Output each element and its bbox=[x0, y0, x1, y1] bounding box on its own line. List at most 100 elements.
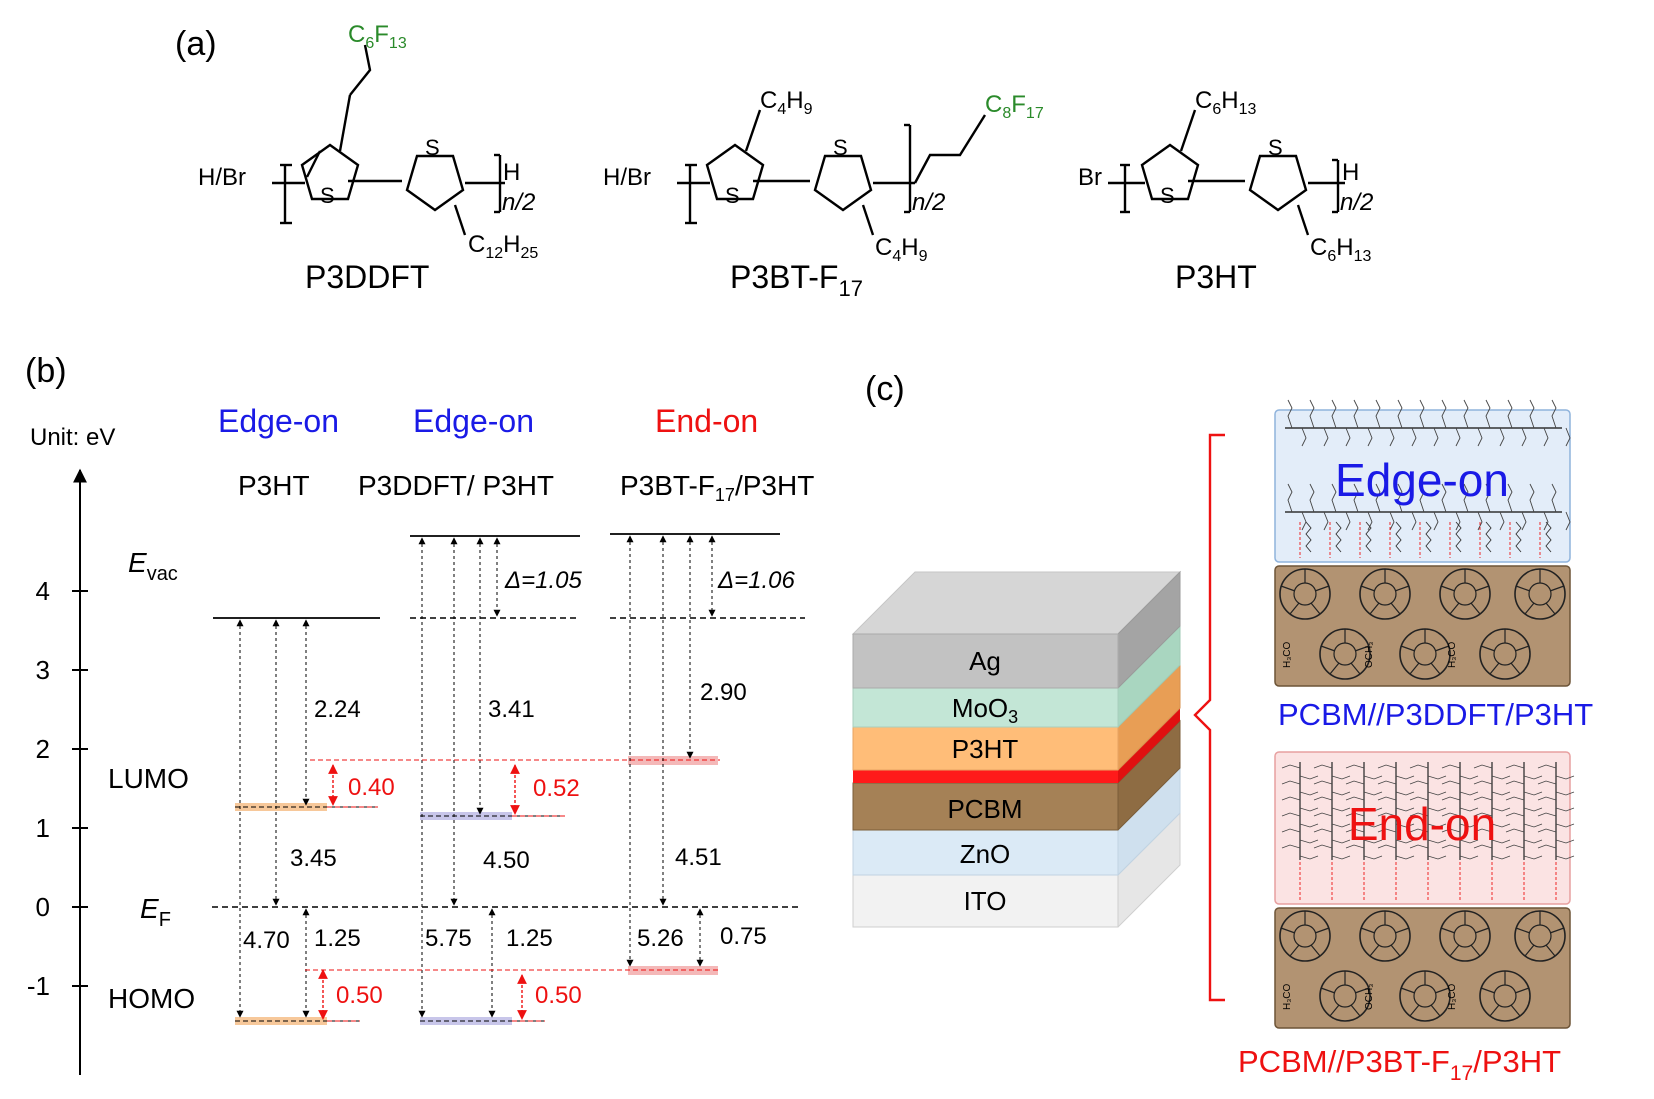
col2-homo-bar bbox=[420, 1017, 512, 1025]
edge-on-chains bbox=[1285, 399, 1571, 558]
layer-zno-label: ZnO bbox=[960, 839, 1011, 869]
layer-zno bbox=[852, 829, 1119, 876]
col3-evac-lumo-value: 2.90 bbox=[700, 679, 747, 706]
pcbm-fullerenes-1: H₃CO OCH₃ H₃CO bbox=[1279, 568, 1566, 680]
pcbm-ester-label: H₃CO bbox=[1447, 641, 1458, 668]
layer-ito bbox=[852, 874, 1119, 928]
p3ht-right-end: H bbox=[1342, 159, 1359, 186]
col1-homo-offset: 0.50 bbox=[336, 982, 383, 1009]
pcbm-ester-label: OCH₃ bbox=[1364, 984, 1375, 1010]
end-on-chains bbox=[1281, 762, 1575, 900]
col2-orientation: Edge-on bbox=[413, 403, 534, 439]
col1-homo-value: 1.25 bbox=[314, 925, 361, 952]
y-tick-label: -1 bbox=[27, 971, 50, 1001]
col2-gap-value: 4.50 bbox=[483, 847, 530, 874]
col2-wf-value: 5.75 bbox=[425, 925, 472, 952]
p3ddft-repeat: n/2 bbox=[502, 189, 535, 216]
col2-diagram: Δ=1.05 3.41 4.50 5.75 1.25 0.52 0.50 bbox=[410, 535, 582, 1025]
p3ht-ring-s1: S bbox=[1160, 183, 1175, 208]
col1-gap-value: 3.45 bbox=[290, 845, 337, 872]
inset-edge-on-label: Edge-on bbox=[1335, 454, 1509, 506]
layer-moo3 bbox=[852, 687, 1119, 728]
p3ht-ring-s2: S bbox=[1268, 135, 1283, 160]
y-tick-label: 3 bbox=[36, 655, 50, 685]
layer-ag bbox=[852, 633, 1119, 689]
col2-dipole-value: Δ=1.05 bbox=[504, 567, 582, 594]
panel-b-label: (b) bbox=[25, 352, 67, 390]
inset-end-on-panel bbox=[1274, 751, 1571, 905]
y-tick-label: 1 bbox=[36, 813, 50, 843]
bracket bbox=[1193, 433, 1225, 1002]
ef-label: EF bbox=[140, 893, 171, 931]
inset-end-on-pcbm bbox=[1274, 907, 1571, 1029]
p3ht-repeat: n/2 bbox=[1340, 189, 1373, 216]
col3-diagram: Δ=1.06 2.90 4.51 5.26 0.75 bbox=[305, 533, 805, 975]
col3-orientation: End-on bbox=[655, 403, 758, 439]
col3-homo-value: 0.75 bbox=[720, 923, 767, 950]
col2-name: P3DDFT/ P3HT bbox=[358, 470, 554, 501]
p3ddft-ring-s1: S bbox=[320, 183, 335, 208]
y-tick-label: 2 bbox=[36, 734, 50, 764]
p3ddft-fluoro-chain: C6F13 bbox=[348, 21, 407, 52]
inset-end-on-label: End-on bbox=[1348, 798, 1496, 850]
col1-orientation: Edge-on bbox=[218, 403, 339, 439]
layer-ito-label: ITO bbox=[964, 886, 1007, 916]
p3ht-top-chain: C6H13 bbox=[1195, 87, 1256, 118]
pcbm-ester-label: OCH₃ bbox=[1364, 642, 1375, 668]
pcbm-fullerenes-2: H₃CO OCH₃ H₃CO bbox=[1279, 910, 1566, 1022]
p3ddft-alkyl-chain: C12H25 bbox=[468, 231, 538, 262]
col3-name: P3BT-F17/P3HT bbox=[620, 470, 814, 505]
p3ddft-name: P3DDFT bbox=[305, 259, 429, 295]
layer-moo3-label: MoO3 bbox=[952, 693, 1018, 727]
col1-lumo-offset: 0.40 bbox=[348, 774, 395, 801]
col1-diagram: 2.24 3.45 4.70 1.25 0.40 0.50 bbox=[213, 617, 395, 1025]
inset-edge-on: Edge-on H₃CO OCH₃ H₃CO PCBM//P3DDFT/P3HT bbox=[1274, 399, 1593, 732]
col2-lumo-offset: 0.52 bbox=[533, 775, 580, 802]
p3ddft-right-end: H bbox=[503, 159, 520, 186]
col1-name: P3HT bbox=[238, 470, 310, 501]
molecule-p3ddft: H/Br S S H n/2 C6F13 C12H25 P3DDFT bbox=[198, 21, 538, 295]
unit-label: Unit: eV bbox=[30, 424, 115, 451]
panel-a-label: (a) bbox=[175, 25, 217, 63]
y-tick-label: 0 bbox=[36, 892, 50, 922]
molecule-p3bt-f17: H/Br S S n/2 C4H9 C8F17 C4H9 P3BT-F17 bbox=[603, 87, 1044, 301]
panel-a: (a) H/Br S S H n/2 C6F13 C12H25 P3DD bbox=[175, 21, 1373, 301]
layer-p3ht bbox=[852, 726, 1119, 771]
p3bt-repeat: n/2 bbox=[912, 189, 945, 216]
pcbm-ester-label: H₃CO bbox=[1282, 641, 1293, 668]
col2-homo-offset: 0.50 bbox=[535, 982, 582, 1009]
col3-dipole-value: Δ=1.06 bbox=[717, 567, 795, 594]
layer-red-interlayer bbox=[853, 770, 1118, 783]
pcbm-ester-label: H₃CO bbox=[1282, 983, 1293, 1010]
p3bt-bottom-chain: C4H9 bbox=[875, 234, 928, 265]
homo-label: HOMO bbox=[108, 983, 195, 1014]
p3bt-top-chain: C4H9 bbox=[760, 87, 813, 118]
panel-c: (c) Ag MoO3 P3HT bbox=[851, 370, 1593, 1085]
p3bt-left-end: H/Br bbox=[603, 164, 651, 191]
inset-end-on: End-on H₃CO OCH₃ H₃CO PCBM//P3BT-F17/P3HT bbox=[1238, 751, 1575, 1085]
col2-homo-value: 1.25 bbox=[506, 925, 553, 952]
layer-p3ht-label: P3HT bbox=[952, 734, 1019, 764]
device-stack: Ag MoO3 P3HT PCBM ZnO ITO bbox=[851, 570, 1182, 928]
p3bt-ring-s2: S bbox=[833, 135, 848, 160]
inset-edge-on-pcbm bbox=[1274, 565, 1571, 687]
col3-gap-value: 4.51 bbox=[675, 844, 722, 871]
layer-ag-label: Ag bbox=[969, 646, 1001, 676]
inset-edge-on-caption: PCBM//P3DDFT/P3HT bbox=[1278, 697, 1593, 732]
pcbm-ester-label: H₃CO bbox=[1447, 983, 1458, 1010]
p3ddft-left-end: H/Br bbox=[198, 164, 246, 191]
inset-end-on-caption: PCBM//P3BT-F17/P3HT bbox=[1238, 1044, 1561, 1085]
layer-pcbm bbox=[852, 782, 1119, 831]
p3ddft-ring-s2: S bbox=[425, 135, 440, 160]
p3ht-left-end: Br bbox=[1078, 164, 1102, 191]
col1-lumo-bar bbox=[235, 803, 327, 811]
lumo-label: LUMO bbox=[108, 763, 189, 794]
molecule-p3ht: Br S S H n/2 C6H13 C6H13 P3HT bbox=[1078, 87, 1373, 295]
p3ht-bottom-chain: C6H13 bbox=[1310, 234, 1371, 265]
panel-c-label: (c) bbox=[865, 370, 905, 408]
col1-wf-value: 4.70 bbox=[243, 927, 290, 954]
col3-wf-value: 5.26 bbox=[637, 925, 684, 952]
